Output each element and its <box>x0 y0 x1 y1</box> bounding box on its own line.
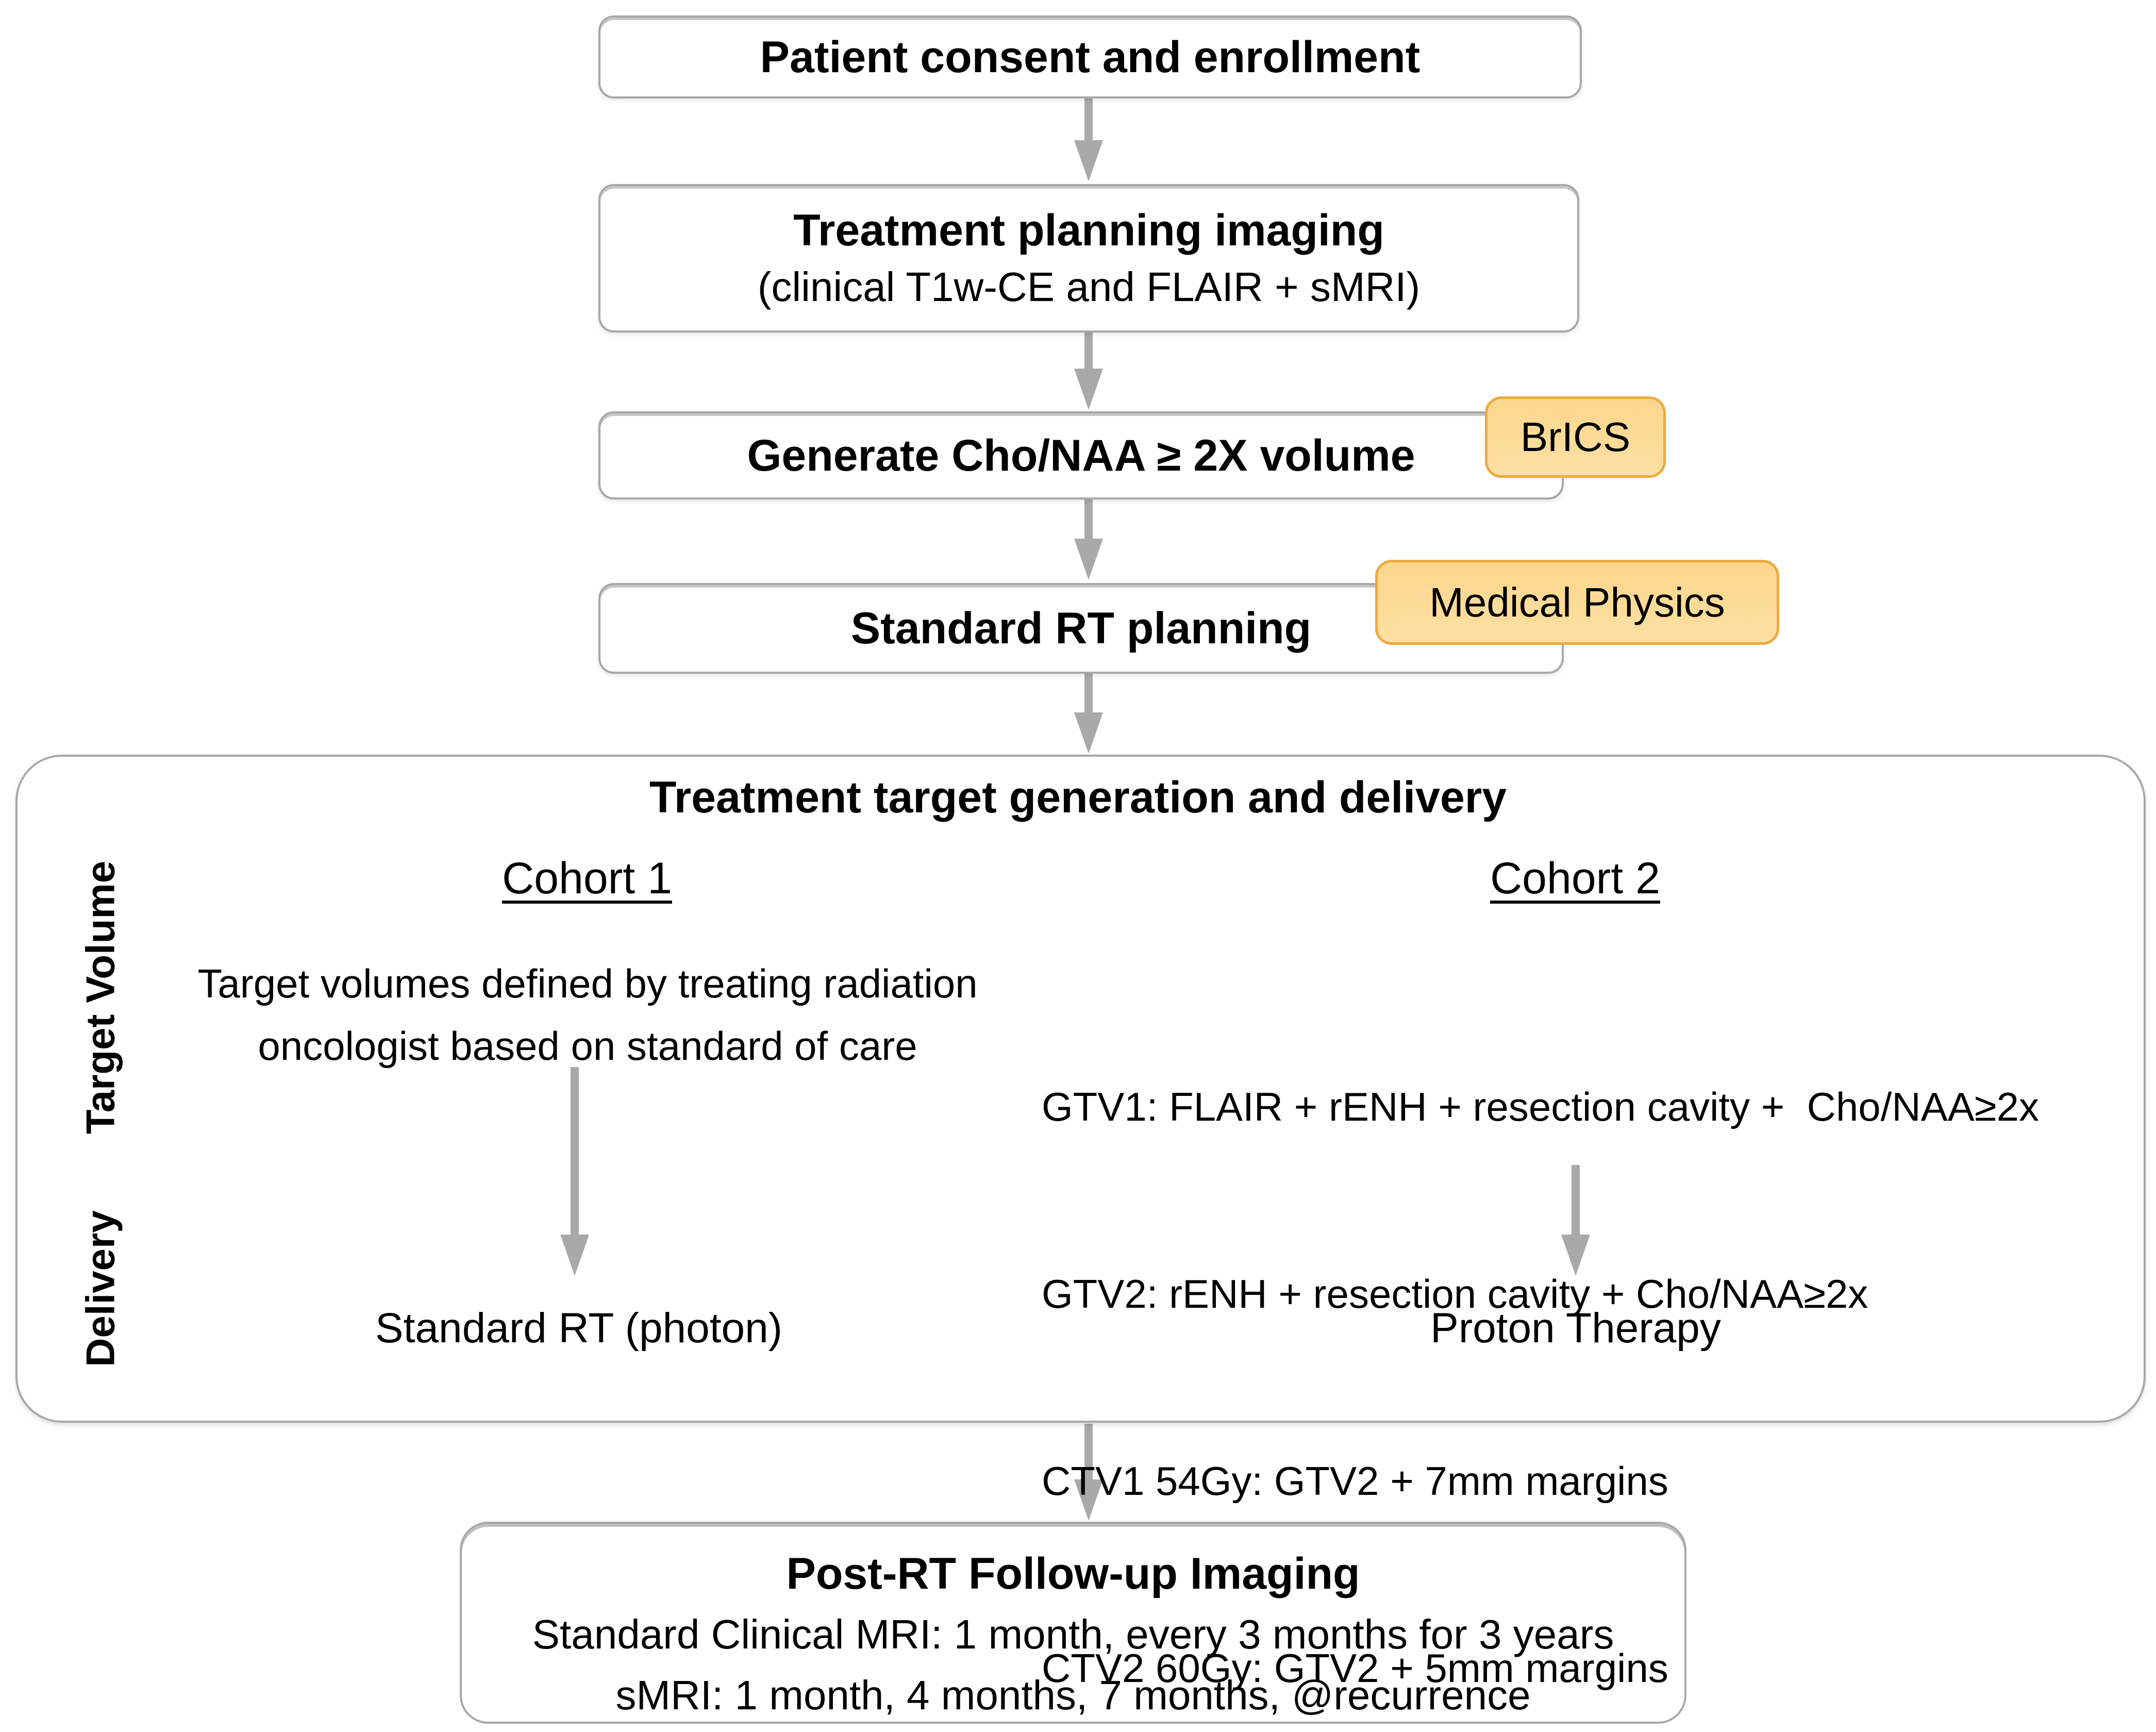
arrow-head <box>1074 712 1103 754</box>
step-subtitle: (clinical T1w-CE and FLAIR + sMRI) <box>757 264 1420 310</box>
arrow-head <box>1561 1235 1590 1276</box>
cohort2-delivery-label: Proton Therapy <box>1430 1305 1721 1352</box>
arrow-cohort1-to-delivery <box>560 1067 589 1276</box>
arrow-head <box>1074 369 1103 410</box>
cohort1-description-line1: Target volumes defined by treating radia… <box>197 961 978 1006</box>
step-title: Treatment planning imaging <box>793 206 1384 255</box>
arrow-head <box>1074 1479 1103 1521</box>
step-title: Generate Cho/NAA ≥ 2X volume <box>747 430 1415 480</box>
cohort2-heading: Cohort 2 <box>1490 854 1660 903</box>
followup-schedule-line2: sMRI: 1 month, 4 months, 7 months, @recu… <box>615 1672 1531 1718</box>
arrow-cohort2-to-delivery <box>1561 1165 1590 1276</box>
cohort2-target-definitions: GTV1: FLAIR + rENH + resection cavity + … <box>1042 951 2134 1732</box>
arrow-consent-to-imaging <box>1074 97 1103 181</box>
cohort1-heading: Cohort 1 <box>502 854 672 903</box>
treatment-target-box <box>15 755 2146 1423</box>
arrow-stem <box>1084 1424 1093 1479</box>
arrow-stem <box>1084 496 1093 539</box>
step-box-generate-chonaa: Generate Cho/NAA ≥ 2X volume <box>598 411 1564 499</box>
treatment-target-box-title: Treatment target generation and delivery <box>649 773 1507 822</box>
row-label-delivery: Delivery <box>77 1210 123 1367</box>
badge-label: BrICS <box>1520 414 1631 460</box>
cohort2-ctv2-line: CTV2 60Gy: GTV2 + 5mm margins <box>1042 1645 1668 1691</box>
row-label-target-volume: Target Volume <box>77 860 123 1135</box>
step-title: Patient consent and enrollment <box>760 32 1420 82</box>
step-box-planning-imaging: Treatment planning imaging (clinical T1w… <box>598 184 1579 332</box>
badge-label: Medical Physics <box>1429 579 1725 625</box>
cohort1-delivery-label: Standard RT (photon) <box>375 1305 783 1352</box>
cohort2-ctv1-line: CTV1 54Gy: GTV2 + 7mm margins <box>1042 1458 1668 1504</box>
arrow-stem <box>1084 97 1093 140</box>
arrow-chonaa-to-rtplanning <box>1074 496 1103 580</box>
cohort1-description: Target volumes defined by treating radia… <box>155 953 1021 1077</box>
arrow-rtplanning-to-treatment <box>1074 671 1103 754</box>
arrow-stem <box>571 1067 579 1235</box>
arrow-head <box>1074 539 1103 580</box>
followup-schedule-line1: Standard Clinical MRI: 1 month, every 3 … <box>532 1611 1614 1657</box>
arrow-stem <box>1084 332 1093 369</box>
arrow-head <box>1074 140 1103 181</box>
followup-imaging-box: Post-RT Follow-up Imaging Standard Clini… <box>460 1522 1686 1724</box>
badge-brics: BrICS <box>1485 396 1666 478</box>
cohort2-gtv2-line: GTV2: rENH + resection cavity + Cho/NAA≥… <box>1042 1271 1868 1317</box>
arrow-imaging-to-chonaa <box>1074 332 1103 410</box>
arrow-stem <box>1084 671 1093 712</box>
arrow-head <box>560 1235 589 1276</box>
arrow-treatment-to-followup <box>1074 1424 1103 1521</box>
step-box-patient-consent: Patient consent and enrollment <box>598 15 1582 98</box>
badge-medical-physics: Medical Physics <box>1375 560 1779 645</box>
cohort1-description-line2: oncologist based on standard of care <box>258 1023 917 1069</box>
step-title: Standard RT planning <box>850 604 1312 653</box>
arrow-stem <box>1572 1165 1580 1235</box>
cohort2-gtv1-line: GTV1: FLAIR + rENH + resection cavity + … <box>1042 1084 2039 1129</box>
followup-box-title: Post-RT Follow-up Imaging <box>786 1549 1360 1598</box>
